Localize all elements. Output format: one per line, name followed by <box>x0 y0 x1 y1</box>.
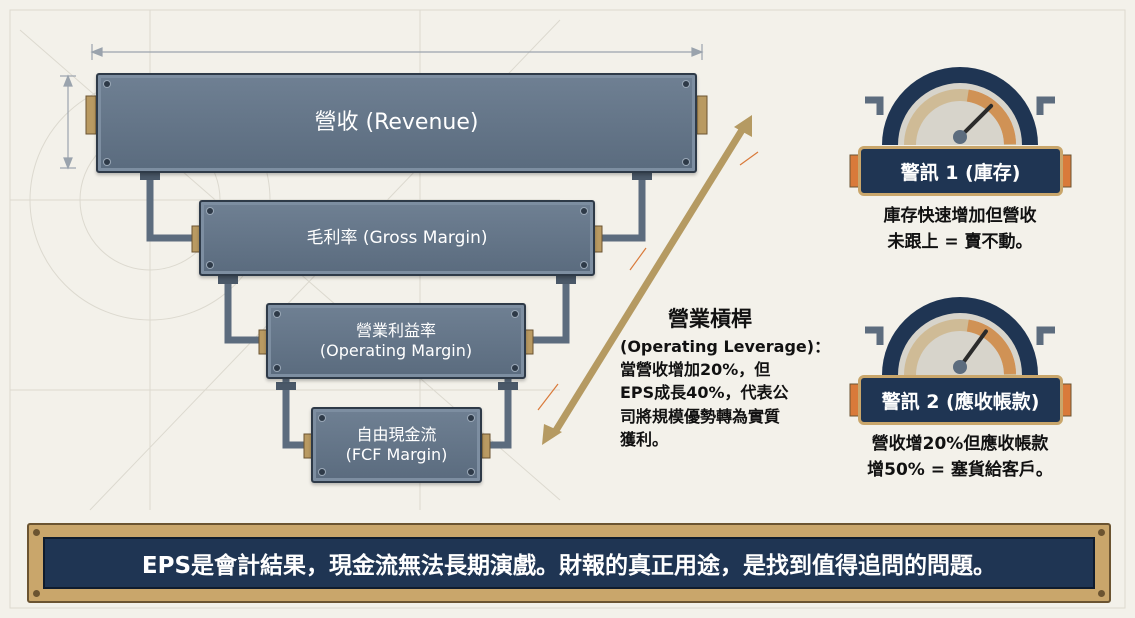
fcf-panel: 自由現金流 (FCF Margin) <box>311 407 482 483</box>
leverage-line: 司將規模優勢轉為實質 <box>620 406 781 426</box>
dimension-lines <box>60 44 704 170</box>
alert-2-label: 警訊 2 (應收帳款) <box>881 390 1040 413</box>
gauge-1 <box>865 67 1055 146</box>
gauge-2 <box>865 297 1055 376</box>
revenue-label: 營收 (Revenue) <box>314 109 479 135</box>
alert-1-desc-line: 未跟上 = 賣不動。 <box>887 231 1033 252</box>
pipe-joints <box>140 172 652 390</box>
alert-2-description: 營收增20%但應收帳款 增50% = 塞貨給客戶。 <box>840 432 1080 483</box>
alert-1-badge: 警訊 1 (庫存) <box>858 146 1063 196</box>
leverage-description: (Operating Leverage)： 當營收增加20%，但 EPS成長40… <box>620 335 845 451</box>
leverage-line: (Operating Leverage)： <box>620 337 831 356</box>
panel-side-tabs <box>85 95 708 459</box>
summary-banner-text: EPS是會計結果，現金流無法長期演戲。財報的真正用途，是找到值得追問的問題。 <box>141 553 997 579</box>
gauge-1-needle <box>958 103 994 139</box>
alert-2-desc-line: 營收增20%但應收帳款 <box>871 434 1049 454</box>
operating-margin-panel: 營業利益率 (Operating Margin) <box>266 303 526 379</box>
gauge-2-needle <box>958 329 988 369</box>
leverage-line: 當營收增加20%，但 <box>620 360 771 380</box>
revenue-panel: 營收 (Revenue) <box>96 73 697 173</box>
leverage-title: 營業槓桿 <box>668 307 752 331</box>
operating-margin-label: 營業利益率 <box>355 321 436 340</box>
summary-banner-inner: EPS是會計結果，現金流無法長期演戲。財報的真正用途，是找到值得追問的問題。 <box>43 537 1095 589</box>
fcf-sublabel: (FCF Margin) <box>345 445 448 464</box>
alert-2-badge: 警訊 2 (應收帳款) <box>858 375 1063 425</box>
connector-pipes <box>146 168 646 449</box>
summary-banner: EPS是會計結果，現金流無法長期演戲。財報的真正用途，是找到值得追問的問題。 <box>27 523 1111 603</box>
alert-1-label: 警訊 1 (庫存) <box>900 161 1021 184</box>
alert-2-desc-line: 增50% = 塞貨給客戶。 <box>867 459 1053 480</box>
alert-1-description: 庫存快速增加但營收 未跟上 = 賣不動。 <box>845 204 1075 255</box>
leverage-arrow <box>537 115 759 445</box>
leverage-line: EPS成長40%，代表公 <box>620 383 789 403</box>
operating-margin-sublabel: (Operating Margin) <box>319 341 473 360</box>
fcf-label: 自由現金流 <box>356 425 437 444</box>
alert-1-desc-line: 庫存快速增加但營收 <box>883 206 1037 226</box>
gross-margin-label: 毛利率 (Gross Margin) <box>306 227 488 248</box>
leverage-line: 獲利。 <box>620 429 669 449</box>
gross-margin-panel: 毛利率 (Gross Margin) <box>199 200 595 276</box>
